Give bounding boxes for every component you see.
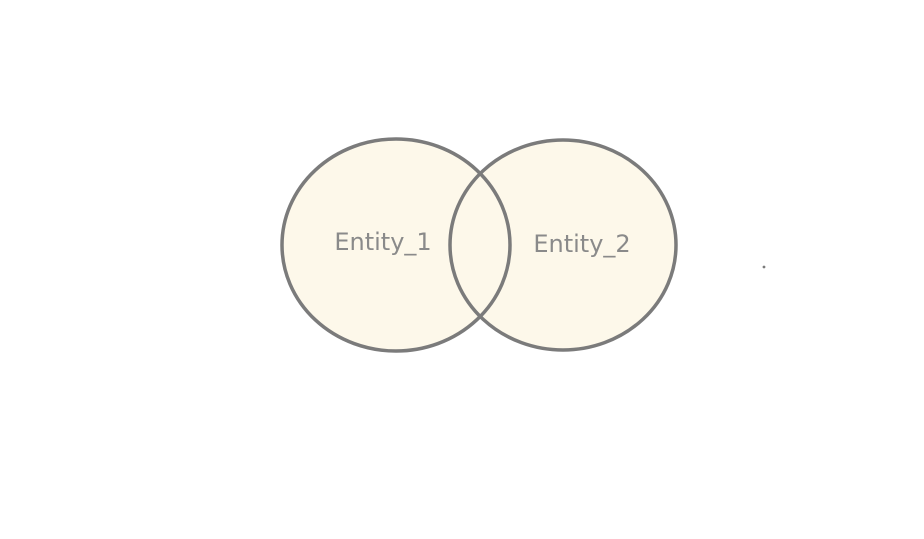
entity-2-circle[interactable] xyxy=(448,138,678,352)
venn-outlines xyxy=(280,137,678,353)
entity-2-fill xyxy=(450,140,676,350)
entity-1-fill xyxy=(282,139,510,351)
venn-fills xyxy=(282,139,676,351)
entity-2-label: Entity_2 xyxy=(533,230,630,258)
stray-dot xyxy=(762,265,766,269)
entity-1-label: Entity_1 xyxy=(334,228,431,256)
entity-1-circle[interactable] xyxy=(280,137,512,353)
